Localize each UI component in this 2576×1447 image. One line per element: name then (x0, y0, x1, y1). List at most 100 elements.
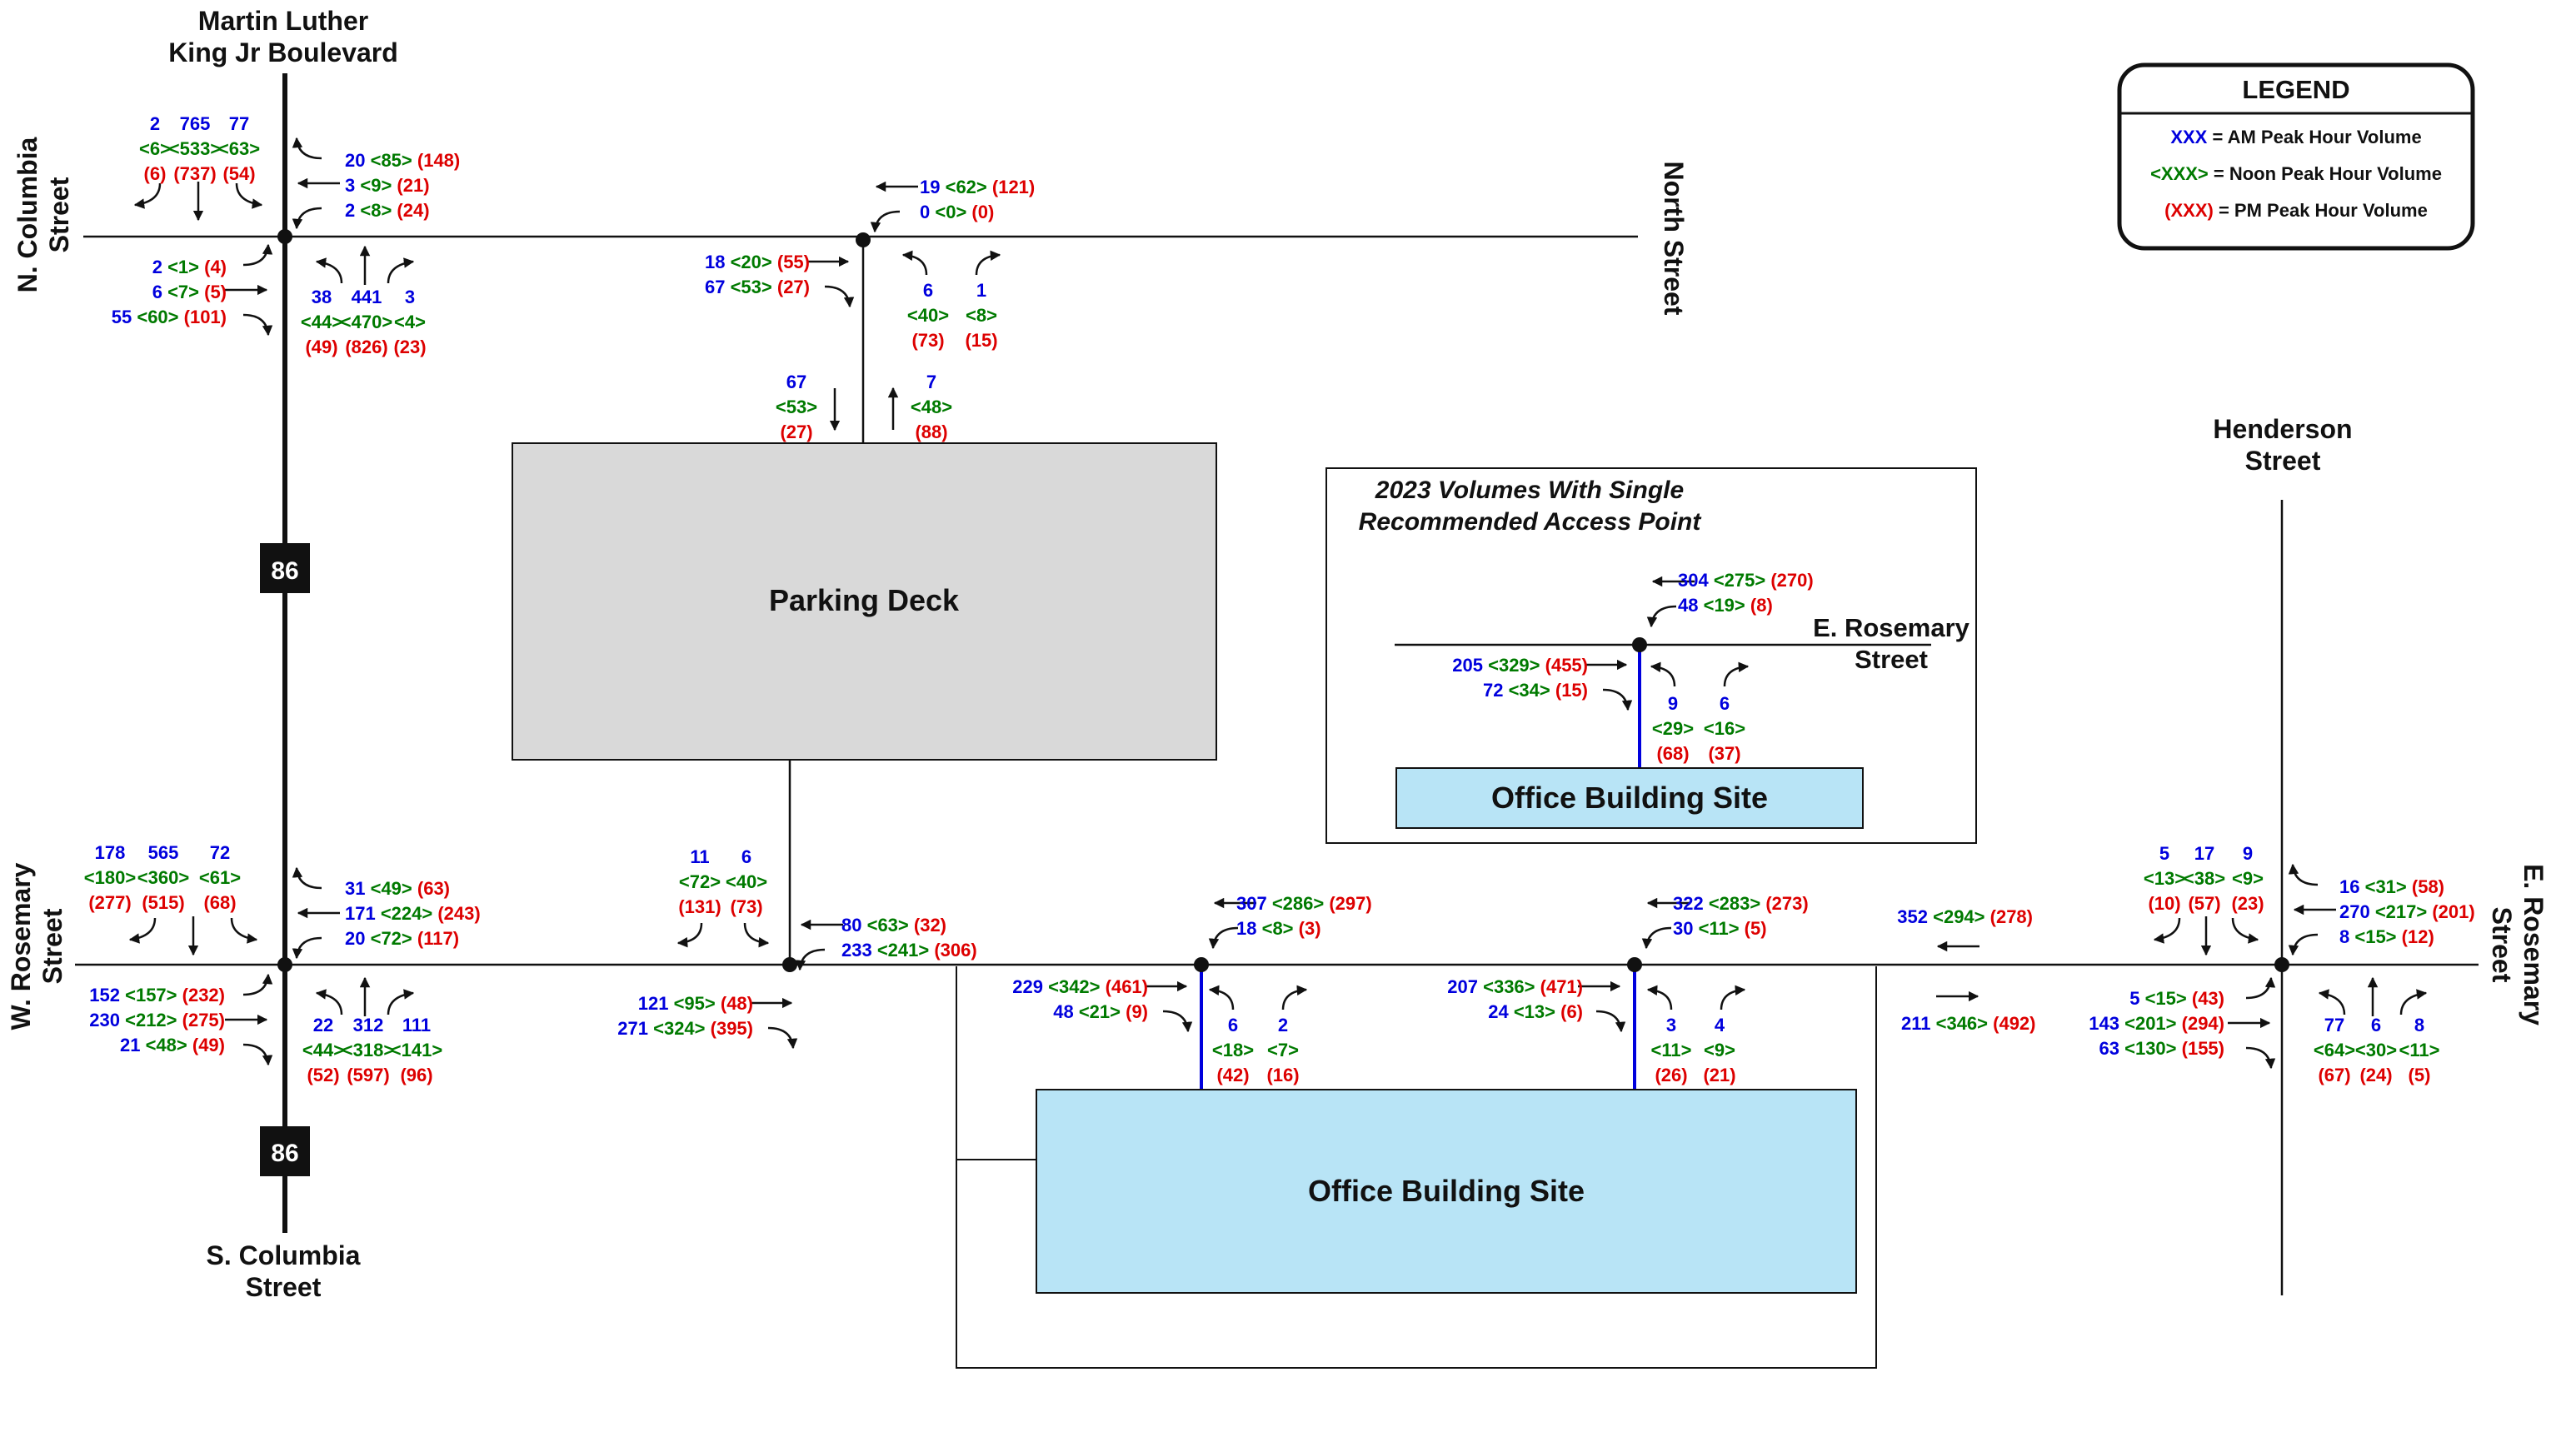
ros_sb-volume: <180> (84, 867, 136, 888)
ros_sb-volume: <61> (199, 867, 241, 888)
mlk_sb-volume: (737) (173, 163, 216, 184)
eb-right-arrow (242, 313, 273, 337)
nb-left-arrow (1208, 985, 1235, 1010)
d2_wb-row: 30 <11> (5) (1673, 918, 1767, 939)
deck_sb-volume: <40> (726, 871, 767, 892)
wb-left-arrow (2288, 933, 2319, 956)
ros_sb-volume: (68) (203, 892, 236, 913)
d1_wb-row: 18 <8> (3) (1236, 918, 1321, 939)
d2_wb-row: 322 <283> (273) (1673, 893, 1809, 914)
office-building-site (1036, 1089, 1857, 1294)
mlk_sb-volume: (54) (222, 163, 255, 184)
mlk_eb-row: 6 <7> (5) (152, 282, 227, 302)
sb-right-arrow (2153, 917, 2181, 944)
wb-left-arrow (1646, 605, 1677, 628)
sb-right-arrow (676, 922, 703, 948)
ros_wb-row: 31 <49> (63) (345, 878, 450, 899)
ros_wb-row: 171 <224> (243) (345, 903, 481, 924)
mlk_nb-volume: (49) (305, 337, 337, 357)
nb-right-arrow (387, 257, 415, 284)
ins_wb-row: 304 <275> (270) (1678, 570, 1814, 591)
mlk_wb-row: 2 <8> (24) (345, 200, 430, 221)
d1_nb-volume: 2 (1278, 1015, 1288, 1035)
deck_sb-volume: (131) (678, 896, 721, 917)
ros_nb-volume: 22 (313, 1015, 333, 1035)
ros_sb-volume: 72 (210, 842, 230, 863)
link-wb-volume: 352 <294> (278) (1897, 906, 2033, 927)
legend-row-am: XXX = AM Peak Hour Volume (2170, 127, 2421, 147)
eb-right-arrow (1602, 688, 1633, 711)
n-columbia-label: N. ColumbiaStreet (12, 137, 74, 292)
mlk_wb-row: 3 <9> (21) (345, 175, 430, 196)
wb-left-arrow (870, 210, 901, 233)
mlk_sb-volume: (6) (144, 163, 167, 184)
nb-left-arrow (2318, 989, 2346, 1015)
d1_wb-row: 307 <286> (297) (1236, 893, 1372, 914)
north_nb-volume: <8> (966, 305, 997, 326)
hen_eb-row: 5 <15> (43) (2129, 988, 2224, 1009)
hen_nb-volume: <11> (2399, 1040, 2440, 1060)
d2_nb-volume: (26) (1655, 1065, 1687, 1085)
hen_sb-volume: (57) (2188, 893, 2220, 914)
parking-deck-label: Parking Deck (769, 583, 960, 617)
deck-link-volume: <53> (776, 397, 817, 417)
mlk_nb-volume: 3 (405, 287, 415, 307)
ros_sb-volume: 565 (148, 842, 179, 863)
ros_nb-volume: <44> (302, 1040, 344, 1060)
inset-office-site (1395, 767, 1864, 829)
sb-left-arrow (230, 917, 258, 944)
wb-right-arrow (292, 137, 322, 160)
wb-left-arrow (292, 207, 322, 230)
mlk_nb-volume: 441 (352, 287, 382, 307)
hen_nb-volume: <64> (2314, 1040, 2355, 1060)
ros_sb-volume: (277) (88, 892, 131, 913)
ins_eb-row: 72 <34> (15) (1483, 680, 1588, 701)
deck_sb-volume: 6 (741, 846, 751, 867)
eb-left-arrow (242, 973, 273, 996)
nb-left-arrow (1650, 661, 1676, 687)
d2_nb-volume: 3 (1666, 1015, 1676, 1035)
deck-link-volume: (88) (915, 422, 947, 442)
eb-right-arrow (2245, 1046, 2276, 1070)
legend-title: LEGEND (2242, 75, 2349, 104)
e-rosemary-label: E. RosemaryStreet (2487, 864, 2549, 1025)
north_nb-volume: (15) (965, 330, 997, 351)
north_nb-volume: <40> (907, 305, 949, 326)
ros_wb-row: 20 <72> (117) (345, 928, 459, 949)
eb-right-arrow (824, 285, 855, 308)
hen_nb-volume: 6 (2371, 1015, 2381, 1035)
nb-left-arrow (901, 250, 928, 276)
route-86-shield-south: 86 (260, 1126, 310, 1176)
hen_sb-volume: 5 (2159, 843, 2169, 864)
ins_nb-volume: <29> (1652, 718, 1694, 739)
d1_nb-volume: (42) (1216, 1065, 1249, 1085)
ins_nb-volume: (68) (1656, 743, 1689, 764)
d1_nb-volume: <7> (1267, 1040, 1299, 1060)
hen_wb-row: 16 <31> (58) (2339, 876, 2444, 897)
hen_wb-row: 8 <15> (12) (2339, 926, 2434, 947)
north_nb-volume: (73) (911, 330, 944, 351)
hen_nb-volume: (5) (2409, 1065, 2431, 1085)
sb-left-arrow (743, 922, 770, 948)
deck_eb-row: 271 <324> (395) (617, 1018, 753, 1039)
hen_sb-volume: <9> (2232, 868, 2264, 889)
ros_nb-volume: 111 (402, 1015, 431, 1035)
mlk_sb-volume: <533> (169, 138, 221, 159)
ros_nb-volume: 312 (353, 1015, 384, 1035)
nb-right-arrow (1720, 985, 1746, 1010)
mlk_sb-volume: <63> (218, 138, 260, 159)
hen_nb-volume: (24) (2359, 1065, 2392, 1085)
parking-deck (512, 442, 1217, 761)
wb-right-arrow (2288, 863, 2319, 886)
mlk_nb-volume: (826) (345, 337, 387, 357)
deck_eb-row: 121 <95> (48) (638, 993, 753, 1014)
hen_eb-row: 63 <130> (155) (2099, 1038, 2224, 1059)
nb-right-arrow (1281, 985, 1308, 1010)
wb-left-arrow (795, 948, 826, 971)
ros_nb-volume: (597) (347, 1065, 389, 1085)
sb-left-arrow (2231, 917, 2259, 944)
deck_sb-volume: 11 (690, 846, 709, 867)
hen_sb-volume: 9 (2243, 843, 2253, 864)
